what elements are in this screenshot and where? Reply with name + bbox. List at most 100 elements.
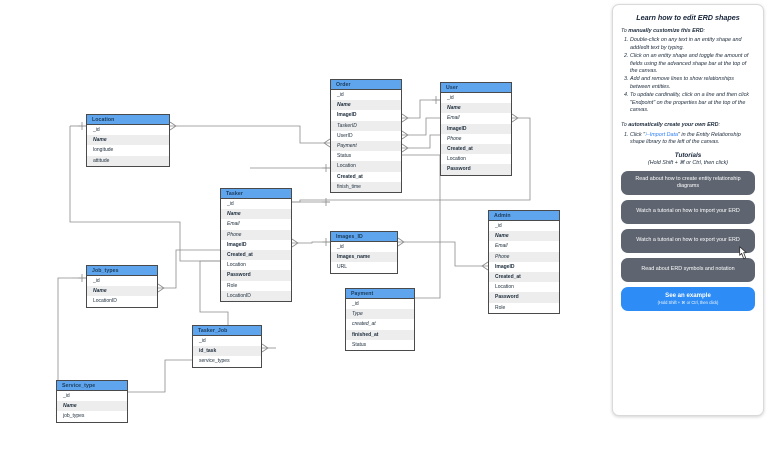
entity-field[interactable]: _id [495, 223, 502, 229]
entity-field[interactable]: Name [489, 231, 559, 242]
entity-field[interactable]: _id [337, 92, 344, 98]
auto-lead-prefix: To [621, 122, 629, 129]
entity-field[interactable]: Location [227, 262, 246, 269]
tutorial-button-label: Watch a tutorial on how to import your E… [636, 208, 740, 215]
entity-field[interactable]: LocationID [221, 290, 291, 301]
entity-field[interactable]: Name [87, 135, 169, 146]
auto-step-post: " in the Entity Relationship shape libra… [630, 131, 741, 146]
entity-field[interactable]: Payment [331, 140, 401, 152]
entity-field[interactable]: Email [227, 221, 240, 228]
entity-title: Job_types [87, 266, 157, 276]
entity-field[interactable]: Location [331, 161, 401, 172]
manual-lead-suffix: : [703, 28, 705, 34]
entity-field[interactable]: ImageID [337, 112, 357, 119]
entity-field[interactable]: Email [447, 115, 460, 122]
entity-field[interactable]: ImageID [227, 241, 247, 248]
manual-lead-bold: manually customize this ERD [628, 28, 704, 34]
entity-field[interactable]: Location [495, 284, 514, 291]
entity-field[interactable]: finish_time [331, 181, 401, 192]
entity-field[interactable]: ImageID [441, 123, 511, 134]
entity-field[interactable]: id_task [193, 346, 261, 357]
entity-field[interactable]: Location [447, 156, 466, 163]
tutorial-button-label: Read about how to create entity relation… [635, 175, 741, 189]
see-an-example-button[interactable]: See an example (Hold Shift + ⌘ or Ctrl, … [621, 287, 755, 312]
entity-field[interactable]: _id [337, 244, 344, 250]
import-data-link[interactable]: Import Data [649, 131, 678, 138]
see-an-example-label: See an example [665, 292, 711, 300]
auto-steps-list: Click "⊢Import Data" in the Entity Relat… [621, 132, 755, 147]
entity-field[interactable]: longitude [93, 147, 114, 154]
entity-field[interactable]: Name [57, 401, 127, 412]
entity-field[interactable]: Name [221, 209, 291, 220]
entity-field[interactable]: Created_at [337, 173, 363, 180]
auto-step-pre: Click " [630, 131, 646, 138]
manual-lead: To manually customize this ERD: [621, 28, 755, 35]
entity-field[interactable]: Type [346, 309, 414, 320]
entity-field[interactable]: _id [227, 201, 234, 207]
entity-field[interactable]: Name [87, 286, 157, 297]
panel-spacer [621, 115, 755, 122]
entity-field[interactable]: Name [441, 103, 511, 114]
entity-field[interactable]: Password [441, 164, 511, 175]
entity-field[interactable]: Role [495, 304, 506, 311]
entity-field[interactable]: attitude [87, 155, 169, 166]
entity-field[interactable]: Images_name [331, 252, 397, 263]
entity-field[interactable]: Created_at [221, 249, 291, 261]
entity-field[interactable]: _id [93, 127, 100, 133]
auto-lead: To automatically create your own ERD: [621, 122, 755, 129]
auto-lead-suffix: : [718, 122, 720, 129]
entity-field[interactable]: URL [337, 264, 348, 271]
entity-field[interactable]: _id [352, 301, 359, 307]
entity-title: User [441, 83, 511, 93]
panel-heading: Learn how to edit ERD shapes [636, 13, 740, 22]
tutorial-button-1[interactable]: Read about how to create entity relation… [621, 170, 755, 196]
entity-field[interactable]: service_types [199, 358, 230, 365]
entity-field[interactable]: _id [447, 95, 454, 101]
tutorial-button-3[interactable]: Watch a tutorial on how to export your E… [621, 229, 755, 254]
manual-steps-list: Double-click on any text in an entity sh… [621, 37, 755, 114]
manual-step-item: Double-click on any text in an entity sh… [630, 37, 755, 52]
entity-field[interactable]: _id [63, 393, 70, 399]
entity-field[interactable]: job_types [63, 413, 85, 420]
tutorial-button-2[interactable]: Watch a tutorial on how to import your E… [621, 200, 755, 225]
tutorials-subtitle: (Hold Shift + ⌘ or Ctrl, then click) [647, 159, 729, 166]
entity-field[interactable]: Created_at [441, 143, 511, 155]
entity-field[interactable]: Name [331, 100, 401, 111]
entity-field[interactable]: TaskerID [331, 120, 401, 131]
entity-title: Tasker [221, 189, 291, 199]
entity-field[interactable]: Role [227, 282, 238, 289]
entity-field[interactable]: _id [93, 278, 100, 284]
entity-field[interactable]: Phone [447, 135, 462, 142]
entity-field[interactable]: Password [489, 292, 559, 303]
entity-field[interactable]: finished_at [346, 329, 414, 340]
entity-field[interactable]: Phone [489, 251, 559, 262]
entity-field[interactable]: Password [221, 270, 291, 281]
entity-field[interactable]: _id [199, 338, 206, 344]
entity-title: Order [331, 80, 401, 90]
entity-field[interactable]: LocationID [93, 298, 117, 305]
entity-field[interactable]: Email [495, 243, 508, 250]
manual-step-item: Add and remove lines to show relationshi… [630, 76, 755, 91]
entity-field[interactable]: created_at [352, 321, 376, 328]
auto-step-item: Click "⊢Import Data" in the Entity Relat… [630, 132, 755, 147]
entity-field[interactable]: UserID [337, 132, 353, 139]
entity-field[interactable]: Created_at [489, 271, 559, 283]
tutorial-button-4[interactable]: Read about ERD symbols and notation [621, 258, 755, 283]
entity-field[interactable]: Status [337, 153, 352, 160]
tutorial-buttons: Read about how to create entity relation… [621, 170, 755, 283]
entity-field[interactable]: Phone [221, 229, 291, 240]
entity-field[interactable]: ImageID [495, 263, 515, 270]
entity-field[interactable]: Status [352, 341, 367, 348]
manual-step-item: To update cardinality, click on a line a… [630, 92, 755, 114]
